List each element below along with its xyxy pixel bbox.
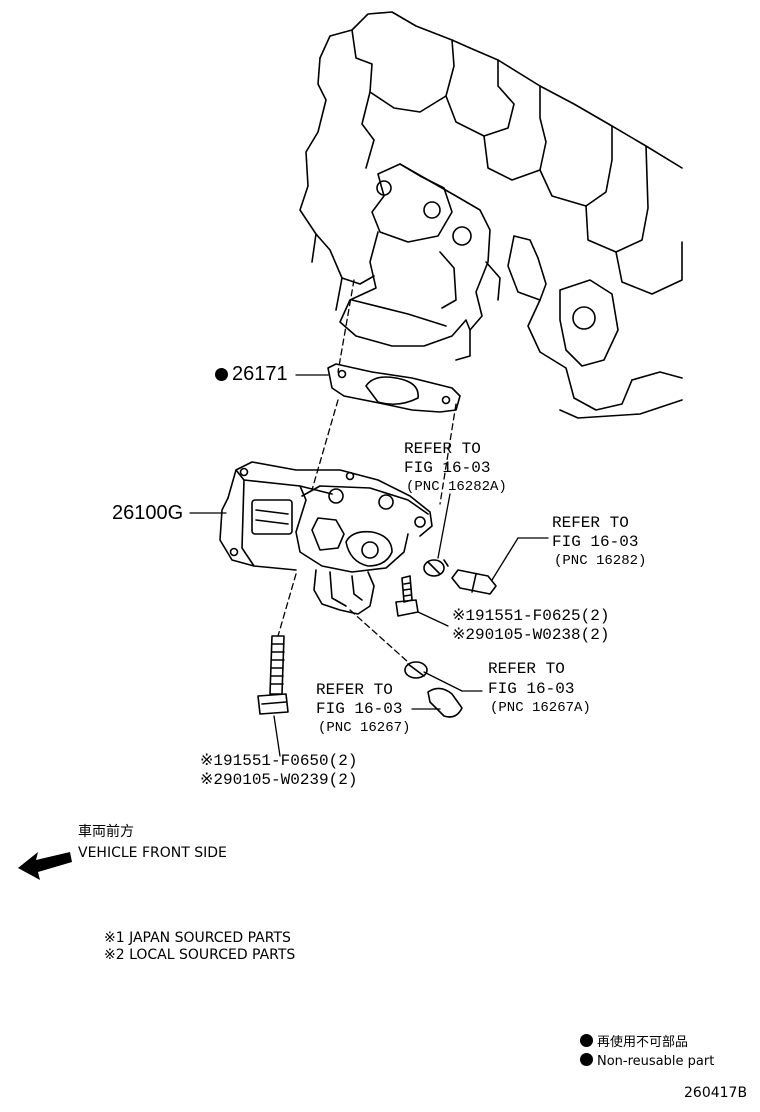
refer-top-pnc: (PNC 16282A): [406, 479, 507, 495]
engine-block-drawing: [299, 11, 683, 419]
bolt-upper-line1: ※191551-F0625(2): [452, 607, 610, 625]
clamp-hose-upper-drawing: [423, 559, 497, 595]
clamp-hose-lower-drawing: [404, 661, 463, 718]
bolt-lower-line1: ※191551-F0650(2): [200, 752, 358, 770]
refer-lower-right-line1: REFER TO: [488, 660, 565, 678]
refer-right-line1: REFER TO: [552, 514, 629, 532]
legend-dot-icon: [580, 1034, 593, 1047]
non-reusable-marker: [215, 368, 228, 381]
note-japan-sourced: ※1 JAPAN SOURCED PARTS: [104, 930, 291, 946]
bolt-upper-line2: ※290105-W0238(2): [452, 626, 610, 644]
egr-valve-drawing: [219, 461, 433, 615]
bolt-upper-drawing: [395, 575, 419, 617]
legend-non-reusable-jp: 再使用不可部品: [580, 1034, 688, 1051]
part-label-egr-valve: 26100G: [112, 502, 184, 524]
bolt-lower-drawing: [257, 635, 289, 715]
diagram-id: 260417B: [684, 1085, 748, 1101]
note-local-sourced: ※2 LOCAL SOURCED PARTS: [104, 947, 296, 963]
refer-lower-left-line2: FIG 16-03: [316, 700, 403, 718]
direction-label-en: VEHICLE FRONT SIDE: [78, 845, 227, 861]
direction-label-jp: 車両前方: [78, 824, 134, 840]
refer-right-pnc: (PNC 16282): [554, 553, 647, 569]
leader-lines: [189, 374, 549, 757]
gasket-drawing: [327, 363, 461, 413]
bolt-lower-line2: ※290105-W0239(2): [200, 771, 358, 789]
refer-lower-right-pnc: (PNC 16267A): [490, 700, 591, 716]
refer-right-line2: FIG 16-03: [552, 533, 639, 551]
refer-lower-left-pnc: (PNC 16267): [318, 720, 411, 736]
assembly-lines: [277, 279, 457, 663]
front-direction-arrow: [18, 852, 72, 880]
legend-dot-icon: [580, 1053, 593, 1066]
refer-top-line2: FIG 16-03: [404, 459, 491, 477]
refer-lower-left-line1: REFER TO: [316, 681, 393, 699]
part-label-gasket: 26171: [215, 363, 288, 385]
legend-non-reusable-en: Non-reusable part: [580, 1053, 714, 1070]
refer-top-line1: REFER TO: [404, 440, 481, 458]
refer-lower-right-line2: FIG 16-03: [488, 680, 575, 698]
